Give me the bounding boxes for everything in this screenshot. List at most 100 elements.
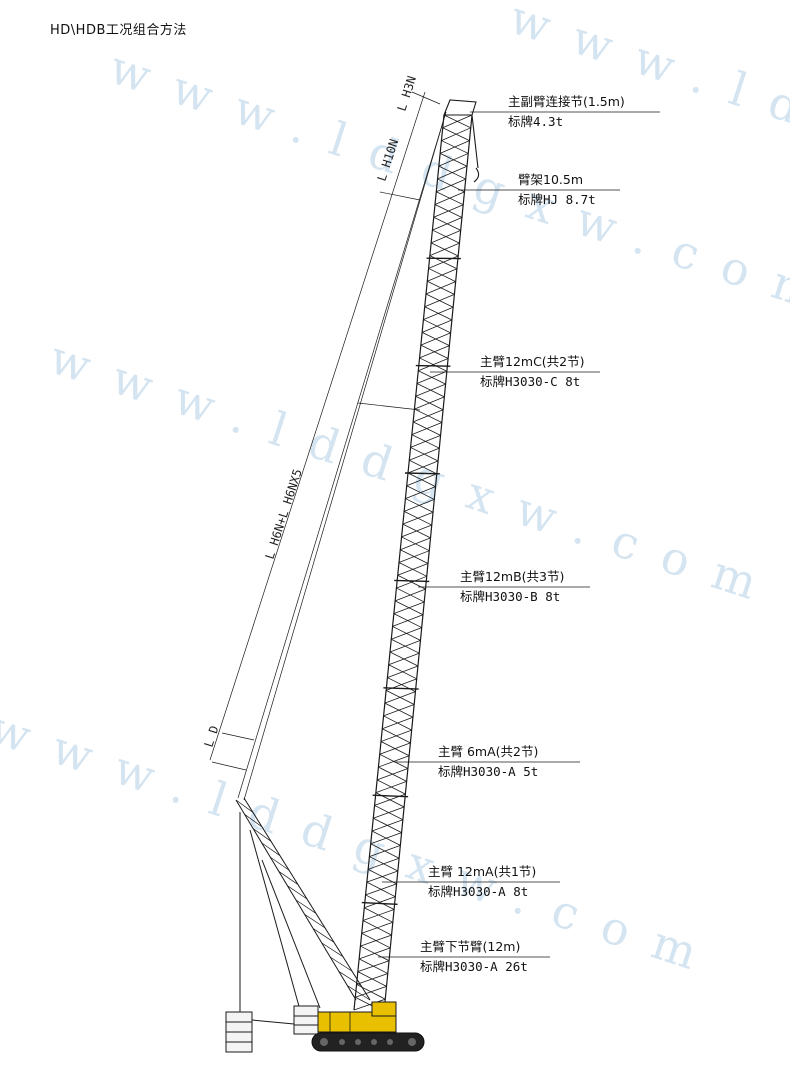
boom-section-joint — [383, 687, 419, 690]
component-callout: 主臂下节臂(12m) 标牌H3030-A 26t — [420, 937, 528, 977]
boom-section-joint — [394, 579, 430, 583]
carbody — [317, 1001, 397, 1033]
component-name: 主臂 6mA(共2节) — [438, 744, 539, 759]
boom-lattice-brace — [443, 114, 471, 129]
boom-lattice-brace — [425, 293, 454, 308]
boom-lattice-brace — [433, 216, 461, 231]
mast-lattice-brace — [330, 956, 353, 972]
component-tag: 标牌H3030-C 8t — [480, 374, 581, 389]
boom-lattice-brace — [385, 689, 415, 705]
boom-lattice-brace — [369, 856, 399, 872]
boom-lattice-brace — [442, 127, 470, 141]
boom-lattice-brace — [360, 945, 390, 962]
mast-lattice-brace — [312, 928, 335, 943]
main-boom — [353, 114, 473, 1013]
boom-section-joint — [361, 901, 398, 906]
boom-lattice-brace — [403, 510, 432, 526]
callout-leaders — [378, 111, 660, 958]
counterweight-left — [225, 1011, 253, 1053]
boom-lattice-brace — [394, 600, 424, 616]
boom-lattice-brace — [430, 242, 459, 257]
component-callout: 主臂12mC(共2节) 标牌H3030-C 8t — [480, 352, 585, 392]
boom-lattice-brace — [388, 664, 417, 680]
mast-lattice-brace — [278, 871, 299, 885]
boom-lattice-brace — [414, 408, 443, 423]
boom-lattice-brace — [421, 331, 450, 347]
boom-lattice-brace — [409, 459, 437, 475]
mast-lattice-brace — [304, 913, 326, 929]
crawler-track — [311, 1032, 425, 1052]
boom-lattice-brace — [376, 779, 406, 795]
component-tag: 标牌HJ 8.7t — [518, 192, 596, 207]
boom-lattice-brace — [420, 344, 449, 359]
boom-lattice-brace — [407, 472, 436, 487]
component-tag: 标牌H3030-B 8t — [460, 589, 561, 604]
component-callout: 臂架10.5m 标牌HJ 8.7t — [518, 170, 596, 210]
boom-lattice-brace — [380, 741, 410, 757]
boom-lattice-brace — [427, 280, 455, 295]
component-callout: 主臂12mB(共3节) 标牌H3030-B 8t — [460, 567, 564, 607]
boom-lattice-brace — [383, 715, 412, 731]
boom-lattice-brace — [416, 383, 445, 398]
boom-lattice-brace — [361, 932, 391, 949]
component-name: 主臂12mC(共2节) — [480, 354, 585, 369]
boom-lattice-brace — [419, 357, 448, 372]
boom-lattice-brace — [384, 702, 414, 718]
component-tag: 标牌4.3t — [508, 114, 564, 129]
component-name: 主副臂连接节(1.5m) — [508, 94, 625, 109]
mast-lattice-brace — [295, 899, 317, 914]
component-tag: 标牌H3030-A 26t — [420, 959, 528, 974]
boom-lattice-brace — [389, 651, 419, 667]
boom-lattice-brace — [357, 971, 387, 987]
dim-l-h10n: L H10N — [375, 137, 402, 183]
mast-lattice-brace — [347, 985, 371, 1001]
boom-lattice-brace — [436, 191, 464, 206]
boom-lattice-brace — [410, 447, 439, 462]
dimension-lines — [209, 91, 441, 771]
page-title: HD\HDB工况组合方法 — [50, 23, 187, 38]
boom-lattice-brace — [387, 677, 416, 693]
boom-lattice-brace — [358, 958, 388, 974]
boom-lattice-brace — [434, 204, 463, 218]
boom-lattice — [353, 114, 473, 1013]
boom-lattice-brace — [362, 920, 392, 936]
boom-lattice-brace — [418, 370, 446, 385]
mast-lattice-brace — [235, 799, 254, 813]
component-name: 主臂下节臂(12m) — [420, 939, 521, 954]
boom-lattice-brace — [439, 152, 468, 167]
mast-lattice-brace — [252, 828, 272, 842]
boom-lattice-brace — [393, 613, 422, 628]
boom-lattice-brace — [412, 421, 441, 436]
component-name: 臂架10.5m — [518, 172, 584, 187]
boom-lattice-brace — [374, 805, 404, 821]
boom-lattice-brace — [432, 229, 460, 244]
boom-lattice-brace — [415, 395, 444, 411]
boom-lattice-brace — [392, 626, 421, 641]
mast-lattice-brace — [321, 942, 344, 958]
boom-lattice-brace — [366, 881, 396, 898]
boom-lattice-brace — [423, 319, 451, 334]
component-callout: 主臂 12mA(共1节)标牌H3030-A 8t — [428, 862, 536, 902]
boom-lattice-brace — [406, 485, 435, 500]
boom-lattice-brace — [356, 984, 386, 1000]
boom-lattice-brace — [441, 140, 469, 154]
boom-lattice-brace — [364, 907, 393, 923]
mid-strut — [357, 402, 421, 411]
boom-lattice-brace — [370, 843, 400, 859]
boom-lattice-brace — [365, 894, 395, 910]
boom-section-joints — [361, 257, 461, 906]
component-name: 主臂12mB(共3节) — [460, 569, 565, 584]
boom-lattice-brace — [438, 165, 466, 180]
component-callout: 主副臂连接节(1.5m) 标牌4.3t — [508, 92, 625, 132]
mast — [235, 797, 371, 1012]
boom-lattice-brace — [405, 498, 434, 513]
boom-lattice-brace — [371, 830, 401, 846]
pendant-lines — [237, 111, 447, 801]
boom-lattice-brace — [382, 728, 411, 744]
component-callout: 主臂 6mA(共2节)标牌H3030-A 5t — [438, 742, 538, 782]
mast-lattice-brace — [270, 856, 290, 871]
boom-lattice-brace — [396, 587, 425, 603]
boom-section-joint — [404, 472, 440, 475]
